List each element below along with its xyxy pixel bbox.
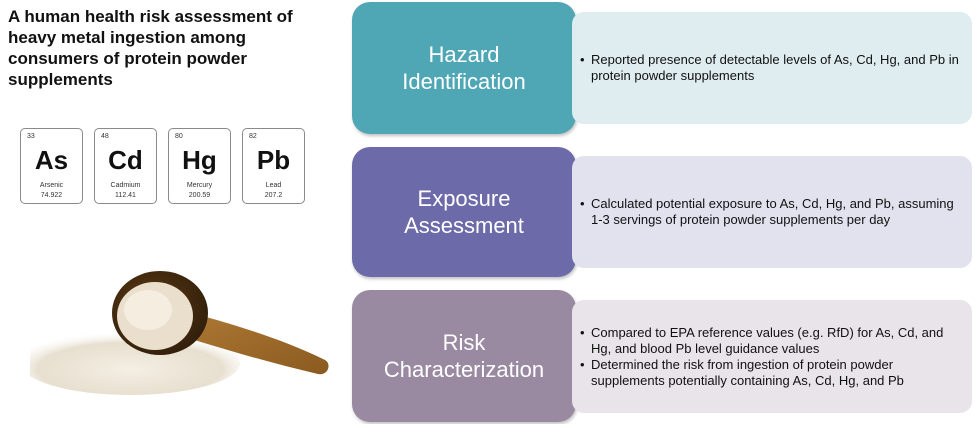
bullet-item: Compared to EPA reference values (e.g. R…: [580, 325, 964, 357]
panel-hazard-identification: Reported presence of detectable levels o…: [572, 12, 972, 124]
element-tile-as: 33 As Arsenic 74.922: [20, 128, 83, 204]
stage-label-line: Assessment: [404, 213, 524, 238]
atomic-mass: 200.59: [188, 192, 211, 199]
element-tile-cd: 48 Cd Cadmium 112.41: [94, 128, 157, 204]
atomic-number: 82: [249, 133, 257, 140]
diagram-title: A human health risk assessment of heavy …: [8, 7, 293, 89]
panel-risk-characterization: Compared to EPA reference values (e.g. R…: [572, 300, 972, 413]
element-symbol: As: [34, 145, 69, 175]
atomic-number: 80: [175, 133, 183, 140]
scoop-powder-highlight: [124, 290, 172, 330]
element-symbol: Cd: [108, 145, 143, 175]
element-name: Mercury: [186, 182, 213, 189]
atomic-mass: 207.2: [264, 192, 283, 199]
periodic-elements: 33 As Arsenic 74.922 48 Cd Cadmium 112.4…: [20, 128, 305, 204]
element-name: Cadmium: [110, 182, 141, 189]
element-symbol: Hg: [182, 145, 217, 175]
element-name: Lead: [265, 182, 282, 189]
stage-label-line: Characterization: [383, 357, 545, 382]
bullet-item: Determined the risk from ingestion of pr…: [580, 357, 964, 389]
stage-label-line: Identification: [402, 69, 526, 94]
atomic-number: 33: [27, 133, 35, 140]
bullet-item: Reported presence of detectable levels o…: [580, 52, 964, 84]
stage-label-line: Risk: [442, 330, 486, 355]
element-symbol: Pb: [256, 145, 291, 175]
stage-label-line: Exposure: [417, 186, 511, 211]
bullet-item: Calculated potential exposure to As, Cd,…: [580, 196, 964, 228]
panel-exposure-assessment: Calculated potential exposure to As, Cd,…: [572, 156, 972, 268]
atomic-mass: 74.922: [40, 192, 63, 199]
protein-scoop-illustration: [30, 271, 329, 395]
atomic-number: 48: [101, 133, 109, 140]
scoop-handle: [175, 310, 329, 375]
atomic-mass: 112.41: [115, 192, 136, 199]
element-tile-hg: 80 Hg Mercury 200.59: [168, 128, 231, 204]
element-tile-pb: 82 Pb Lead 207.2: [242, 128, 305, 204]
element-name: Arsenic: [39, 182, 64, 189]
stage-label-line: Hazard: [428, 42, 500, 67]
